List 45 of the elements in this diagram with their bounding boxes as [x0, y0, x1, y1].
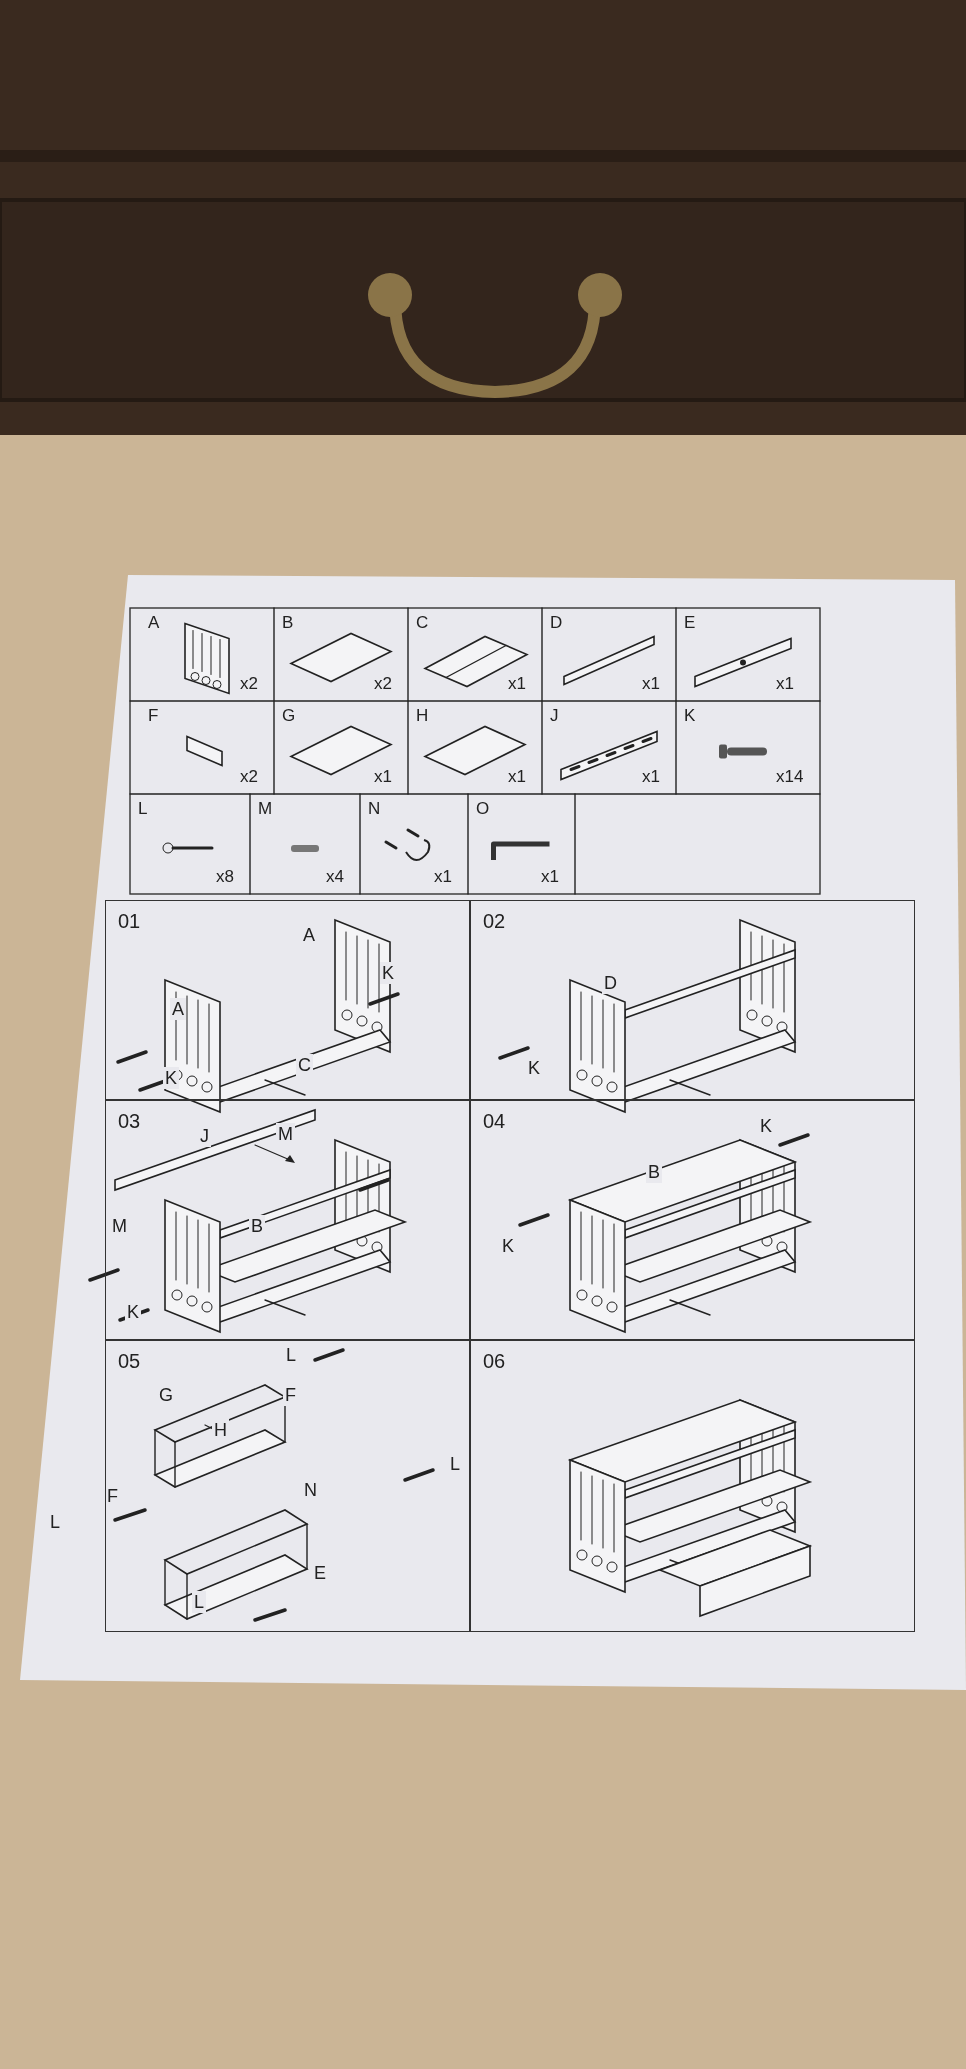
part-letter: D	[550, 614, 563, 631]
part-letter: H	[416, 707, 429, 724]
part-letter: A	[148, 614, 160, 631]
step-panel	[105, 1100, 470, 1340]
callout-letter: C	[296, 1054, 313, 1076]
quantity-label: x1	[541, 868, 559, 885]
quantity-label: x2	[240, 675, 258, 692]
part-letter: K	[684, 707, 696, 724]
step-number: 01	[118, 911, 141, 931]
part-letter: O	[476, 800, 490, 817]
quantity-label: x4	[326, 868, 344, 885]
part-letter: L	[138, 800, 148, 817]
step-number: 02	[483, 911, 506, 931]
step-panel	[470, 900, 915, 1100]
step-panel	[470, 1340, 915, 1632]
part-letter: N	[368, 800, 381, 817]
part-letter: G	[282, 707, 296, 724]
step-number: 04	[483, 1111, 506, 1131]
quantity-label: x1	[374, 768, 392, 785]
quantity-label: x1	[776, 675, 794, 692]
quantity-label: x1	[508, 768, 526, 785]
part-letter: B	[282, 614, 294, 631]
step-number: 03	[118, 1111, 141, 1131]
part-letter: M	[258, 800, 273, 817]
step-panel	[105, 1340, 470, 1632]
quantity-label: x2	[374, 675, 392, 692]
quantity-label: x1	[508, 675, 526, 692]
step-number: 05	[118, 1351, 141, 1371]
quantity-label: x8	[216, 868, 234, 885]
step-panel	[105, 900, 470, 1100]
quantity-label: x1	[642, 675, 660, 692]
part-letter: E	[684, 614, 696, 631]
part-letter: J	[550, 707, 559, 724]
step-number: 06	[483, 1351, 506, 1371]
part-letter: F	[148, 707, 159, 724]
callout-letter: L	[192, 1591, 206, 1613]
quantity-label: x14	[776, 768, 804, 785]
quantity-label: x2	[240, 768, 258, 785]
part-letter: C	[416, 614, 429, 631]
callout-letter: K	[163, 1067, 179, 1089]
quantity-label: x1	[642, 768, 660, 785]
step-panel	[470, 1100, 915, 1340]
callout-letter: K	[380, 962, 396, 984]
callout-letter: A	[170, 998, 186, 1020]
quantity-label: x1	[434, 868, 452, 885]
